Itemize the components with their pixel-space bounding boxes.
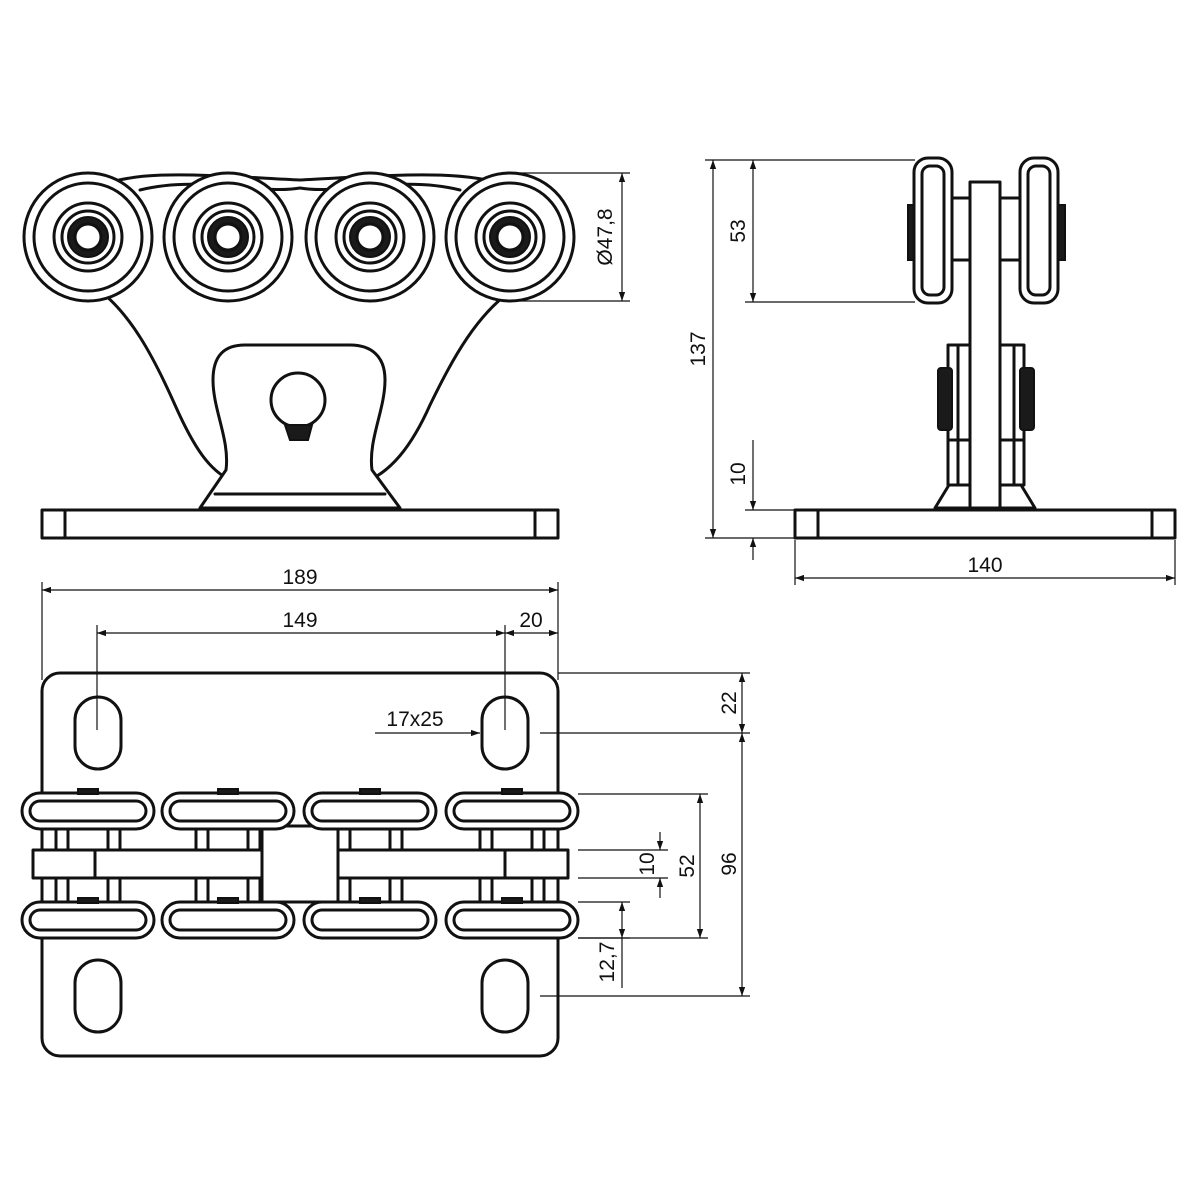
front-wheel-hub xyxy=(192,201,264,273)
front-wheel-3 xyxy=(304,171,436,303)
slot-top-left xyxy=(73,695,123,771)
top-wheel-upper-1 xyxy=(20,788,156,831)
top-wheel-groove xyxy=(310,908,430,932)
top-wheel-outer xyxy=(302,900,438,940)
top-wheel-groove xyxy=(310,799,430,823)
top-wheel-upper-2 xyxy=(160,788,296,831)
front-wheel-bearing xyxy=(342,209,398,265)
side-wheel-right-inner xyxy=(1026,164,1052,297)
front-wheel-axle-hole xyxy=(213,222,243,252)
top-wheel-cap xyxy=(217,788,239,795)
top-wheel-upper-4 xyxy=(444,788,580,831)
top-wheel-outer xyxy=(444,900,580,940)
top-view: 189 149 20 22 96 52 10 12,7 xyxy=(20,566,750,1058)
top-wheel-cap xyxy=(77,897,99,904)
slot-bottom-left xyxy=(73,958,123,1034)
slot-bottom-right xyxy=(480,958,530,1034)
front-wheel-bearing xyxy=(200,209,256,265)
top-wheel-outer xyxy=(444,791,580,831)
top-wheel-groove xyxy=(168,799,288,823)
hole-edge-20-label: 20 xyxy=(519,609,542,632)
top-wheels xyxy=(20,788,580,940)
center-bar-10-label: 10 xyxy=(636,852,659,875)
offset-12-7-label: 12,7 xyxy=(596,942,619,983)
overall-width-189-label: 189 xyxy=(282,566,317,589)
bolt-nut xyxy=(283,424,314,441)
top-wheel-groove xyxy=(28,908,148,932)
hole-spacing-149-label: 149 xyxy=(282,609,317,632)
slot-size-17x25-label: 17x25 xyxy=(386,708,443,731)
wheel-span-52-label: 52 xyxy=(676,854,699,877)
top-wheel-outer xyxy=(20,900,156,940)
front-wheel-hub xyxy=(334,201,406,273)
top-wheel-cap xyxy=(359,788,381,795)
front-wheel-bearing xyxy=(482,209,538,265)
top-wheel-cap xyxy=(77,788,99,795)
front-wheel-1 xyxy=(22,171,154,303)
front-base-plate xyxy=(40,508,560,540)
top-wheel-cap xyxy=(501,788,523,795)
front-wheel-groove xyxy=(314,181,426,293)
side-stem xyxy=(968,180,1002,510)
top-wheel-groove xyxy=(452,908,572,932)
front-wheel-bearing xyxy=(60,209,116,265)
front-wheel-2 xyxy=(162,171,294,303)
diameter-label: Ø47,8 xyxy=(594,208,617,265)
top-wheel-outer xyxy=(160,900,296,940)
height-137-label: 137 xyxy=(687,331,710,366)
front-wheel-axle-hole xyxy=(73,222,103,252)
side-wheel-left-inner xyxy=(920,164,946,297)
top-wheel-groove xyxy=(28,799,148,823)
front-wheel-axle-hole xyxy=(355,222,385,252)
plate-width-140-label: 140 xyxy=(967,554,1002,577)
top-wheel-outer xyxy=(160,791,296,831)
top-wheel-outer xyxy=(20,791,156,831)
top-wheel-groove xyxy=(168,908,288,932)
hole-vertical-96-label: 96 xyxy=(718,852,741,875)
top-wheel-cap xyxy=(359,897,381,904)
side-base-plate xyxy=(793,508,1177,540)
side-right-nut xyxy=(1019,367,1035,431)
top-wheel-lower-1 xyxy=(20,897,156,940)
front-wheel-groove xyxy=(32,181,144,293)
front-wheel-hub xyxy=(52,201,124,273)
top-wheel-lower-3 xyxy=(302,897,438,940)
hole-top-22-label: 22 xyxy=(718,691,741,714)
side-left-nut xyxy=(937,367,953,431)
top-wheel-upper-3 xyxy=(302,788,438,831)
bolt-ring xyxy=(269,371,327,429)
center-block xyxy=(260,824,340,904)
plate-thickness-10-label: 10 xyxy=(727,462,750,485)
front-wheel-groove xyxy=(454,181,566,293)
top-wheel-lower-4 xyxy=(444,897,580,940)
top-wheel-cap xyxy=(501,897,523,904)
front-wheel-groove xyxy=(172,181,284,293)
top-wheel-cap xyxy=(217,897,239,904)
front-wheel-hub xyxy=(474,201,546,273)
front-view: Ø47,8 xyxy=(22,171,630,540)
side-view: 137 53 10 140 xyxy=(687,156,1177,585)
front-wheels xyxy=(22,171,576,303)
front-wheel-axle-hole xyxy=(495,222,525,252)
front-wheel-4 xyxy=(444,171,576,303)
wheel-height-53-label: 53 xyxy=(727,219,750,242)
top-wheel-groove xyxy=(452,799,572,823)
top-wheel-outer xyxy=(302,791,438,831)
top-wheel-lower-2 xyxy=(160,897,296,940)
